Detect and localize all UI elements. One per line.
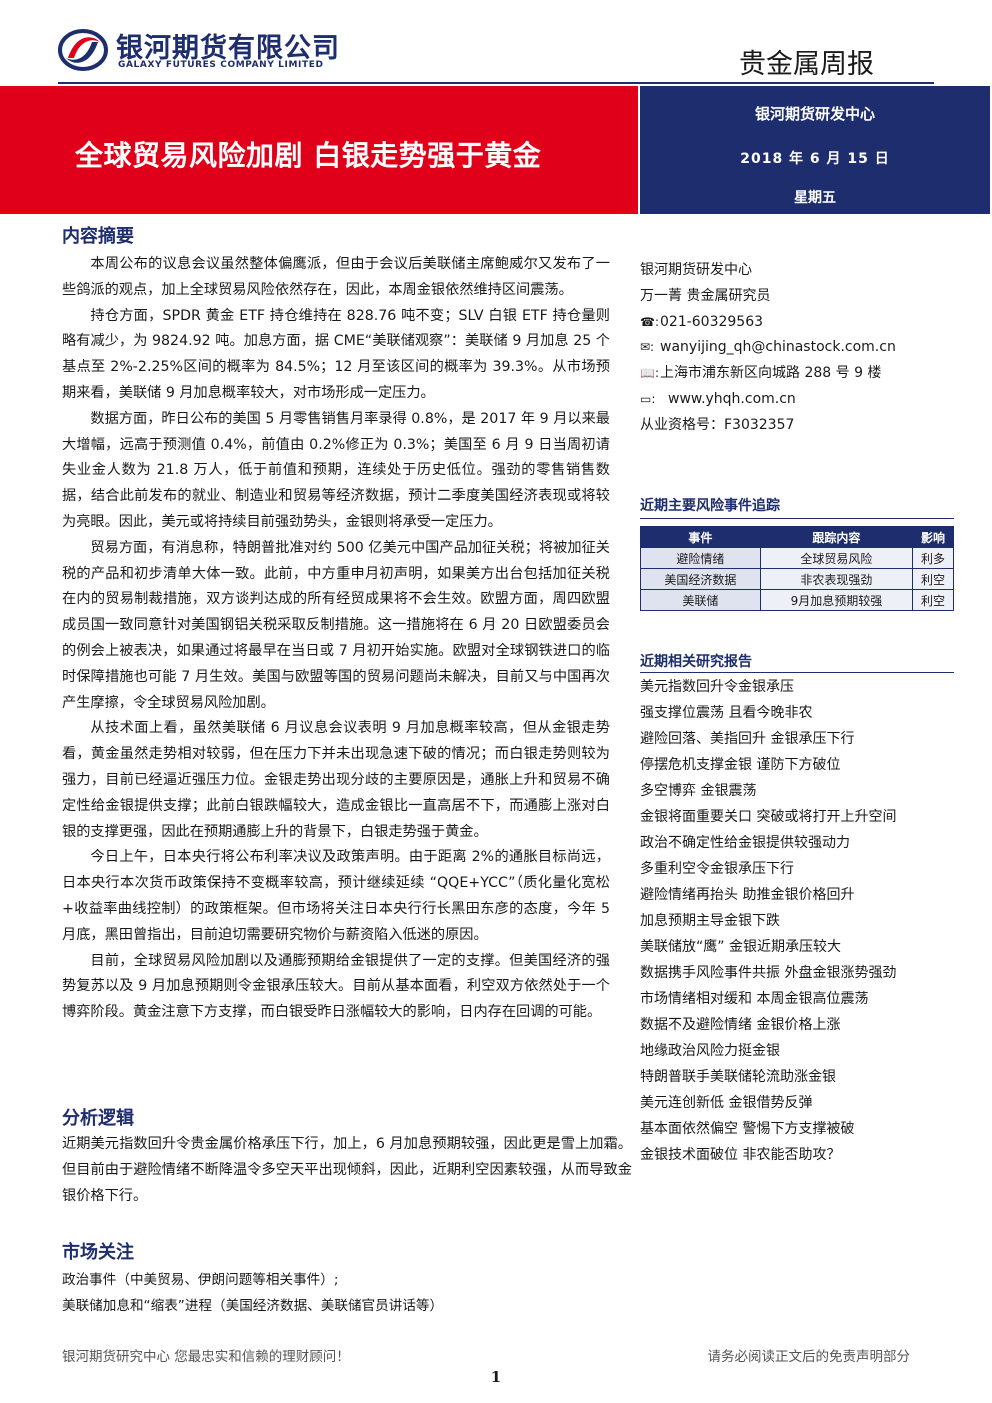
header-divider [58,82,934,84]
report-title: 全球贸易风险加剧 白银走势强于黄金 [75,139,542,172]
research-item[interactable]: 数据不及避险情绪 金银价格上涨 [640,1017,841,1033]
focus-item: 美联储加息和“缩表”进程（美国经济数据、美联储官员讲话等） [62,1298,444,1314]
contact-license: 从业资格号：F3032357 [640,416,795,433]
research-item[interactable]: 避险情绪再抬头 助推金银价格回升 [640,887,855,903]
contact-email-row: ✉: wanyijing_qh@chinastock.com.cn [640,335,940,361]
focus-item: 政治事件（中美贸易、伊朗问题等相关事件）; [62,1272,339,1288]
contact-email[interactable]: wanyijing_qh@chinastock.com.cn [660,339,896,356]
contact-block: 银河期货研发中心 万一菁 贵金属研究员 ☎:021-60329563 ✉: wan… [640,258,940,439]
table-cell: 美国经济数据 [640,568,761,590]
table-cell: 利多 [911,547,955,569]
research-item[interactable]: 地缘政治风险力挺金银 [640,1043,780,1059]
research-item[interactable]: 市场情绪相对缓和 本周金银高位震荡 [640,991,869,1007]
research-list: 美元指数回升令金银承压 强支撑位震荡 且看今晚非农 避险回落、美指回升 金银承压… [640,674,960,1168]
footer-slogan: 银河期货研究中心 您最忠实和信赖的理财顾问！ [62,1349,350,1365]
summary-paragraph: 今日上午，日本央行将公布利率决议及政策声明。由于距离 2%的通胀目标尚远，日本央… [62,849,610,943]
company-name-en: GALAXY FUTURES COMPANY LIMITED [118,60,324,70]
research-item[interactable]: 加息预期主导金银下跌 [640,913,780,929]
summary-paragraph: 数据方面，昨日公布的美国 5 月零售销售月率录得 0.8%，是 2017 年 9… [62,410,610,530]
research-item[interactable]: 避险回落、美指回升 金银承压下行 [640,731,855,747]
contact-website[interactable]: www.yhqh.com.cn [668,390,796,407]
risk-title: 近期主要风险事件追踪 [640,498,780,514]
company-name-cn: 银河期货有限公司 [116,33,340,64]
phone-icon: ☎: [640,314,659,329]
research-item[interactable]: 基本面依然偏空 警惕下方支撑被破 [640,1121,855,1137]
research-item[interactable]: 多空博弈 金银震荡 [640,783,757,799]
table-cell: 全球贸易风险 [759,547,913,569]
page-number: 1 [490,1368,502,1386]
contact-website-row: ▭: www.yhqh.com.cn [640,387,940,413]
logic-text: 近期美元指数回升令贵金属价格承压下行，加上，6 月加息预期较强，因此更是雪上加霜… [62,1136,632,1204]
report-date: 2018 年 6 月 15 日 [740,151,890,167]
table-cell: 利空 [911,568,955,590]
table-cell: 非农表现强劲 [759,568,913,590]
report-type: 贵金属周报 [739,49,874,80]
table-row: 避险情绪 全球贸易风险 利多 [640,547,955,569]
contact-center: 银河期货研发中心 [640,262,752,278]
table-cell: 避险情绪 [640,547,761,569]
footer-disclaimer-note: 请务必阅读正文后的免责声明部分 [707,1349,911,1365]
research-center-label: 银河期货研发中心 [754,105,875,123]
research-item[interactable]: 多重利空令金银承压下行 [640,861,794,877]
column-header: 跟踪内容 [759,526,913,548]
summary-title: 内容摘要 [62,226,134,247]
summary-body: 本周公布的议息会议虽然整体偏鹰派，但由于会议后美联储主席鲍威尔又发布了一些鸽派的… [62,252,610,1026]
column-header: 影响 [911,526,955,548]
contact-address: 上海市浦东新区向城路 288 号 9 楼 [660,365,882,382]
contact-phone: 021-60329563 [660,313,764,330]
contact-address-row: 📖:上海市浦东新区向城路 288 号 9 楼 [640,361,940,387]
research-item[interactable]: 金银技术面破位 非农能否助攻？ [640,1147,841,1163]
table-cell: 美联储 [640,589,761,611]
email-icon: ✉: [640,340,655,355]
table-row: 美联储 9月加息预期较强 利空 [640,589,955,611]
contact-author: 万一菁 贵金属研究员 [640,287,771,304]
research-title: 近期相关研究报告 [640,654,752,670]
research-divider [640,672,954,673]
column-header: 事件 [640,526,761,548]
table-cell: 利空 [911,589,955,611]
table-cell: 9月加息预期较强 [759,589,913,611]
galaxy-logo-icon [58,29,108,71]
research-item[interactable]: 停摆危机支撑金银 谨防下方破位 [640,757,841,773]
contact-phone-row: ☎:021-60329563 [640,310,940,336]
risk-divider [640,518,954,519]
research-item[interactable]: 美联储放“鹰” 金银近期承压较大 [640,939,841,955]
logic-title: 分析逻辑 [62,1108,134,1129]
computer-icon: ▭: [640,391,656,406]
summary-paragraph: 从技术面上看，虽然美联储 6 月议息会议表明 9 月加息概率较高，但从金银走势看… [62,720,610,840]
research-item[interactable]: 数据携手风险事件共振 外盘金银涨势强劲 [640,965,897,981]
research-item[interactable]: 金银将面重要关口 突破或将打开上升空间 [640,809,897,825]
focus-title: 市场关注 [62,1242,134,1263]
research-item[interactable]: 特朗普联手美联储轮流助涨金银 [640,1069,836,1085]
report-weekday: 星期五 [794,190,836,206]
book-icon: 📖: [640,366,659,381]
research-item[interactable]: 美元连创新低 金银借势反弹 [640,1095,813,1111]
summary-paragraph: 目前，全球贸易风险加剧以及通膨预期给金银提供了一定的支撑。但美国经济的强势复苏以… [62,952,610,1021]
company-logo: 银河期货有限公司 GALAXY FUTURES COMPANY LIMITED [58,26,358,76]
summary-paragraph: 贸易方面，有消息称，特朗普批准对约 500 亿美元中国产品加征关税；将被加征关税… [62,539,610,711]
info-banner: 银河期货研发中心 2018 年 6 月 15 日 星期五 [640,86,990,214]
summary-paragraph: 本周公布的议息会议虽然整体偏鹰派，但由于会议后美联储主席鲍威尔又发布了一些鸽派的… [62,256,610,298]
summary-paragraph: 持仓方面，SPDR 黄金 ETF 持仓维持在 828.76 吨不变；SLV 白银… [62,307,610,401]
research-item[interactable]: 强支撑位震荡 且看今晚非农 [640,705,813,721]
research-item[interactable]: 政治不确定性给金银提供较强动力 [640,835,850,851]
table-header-row: 事件 跟踪内容 影响 [640,526,955,548]
title-banner [0,86,638,214]
research-item[interactable]: 美元指数回升令金银承压 [640,679,794,695]
risk-table: 事件 跟踪内容 影响 避险情绪 全球贸易风险 利多 美国经济数据 非农表现强劲 … [640,526,955,611]
table-row: 美国经济数据 非农表现强劲 利空 [640,568,955,590]
